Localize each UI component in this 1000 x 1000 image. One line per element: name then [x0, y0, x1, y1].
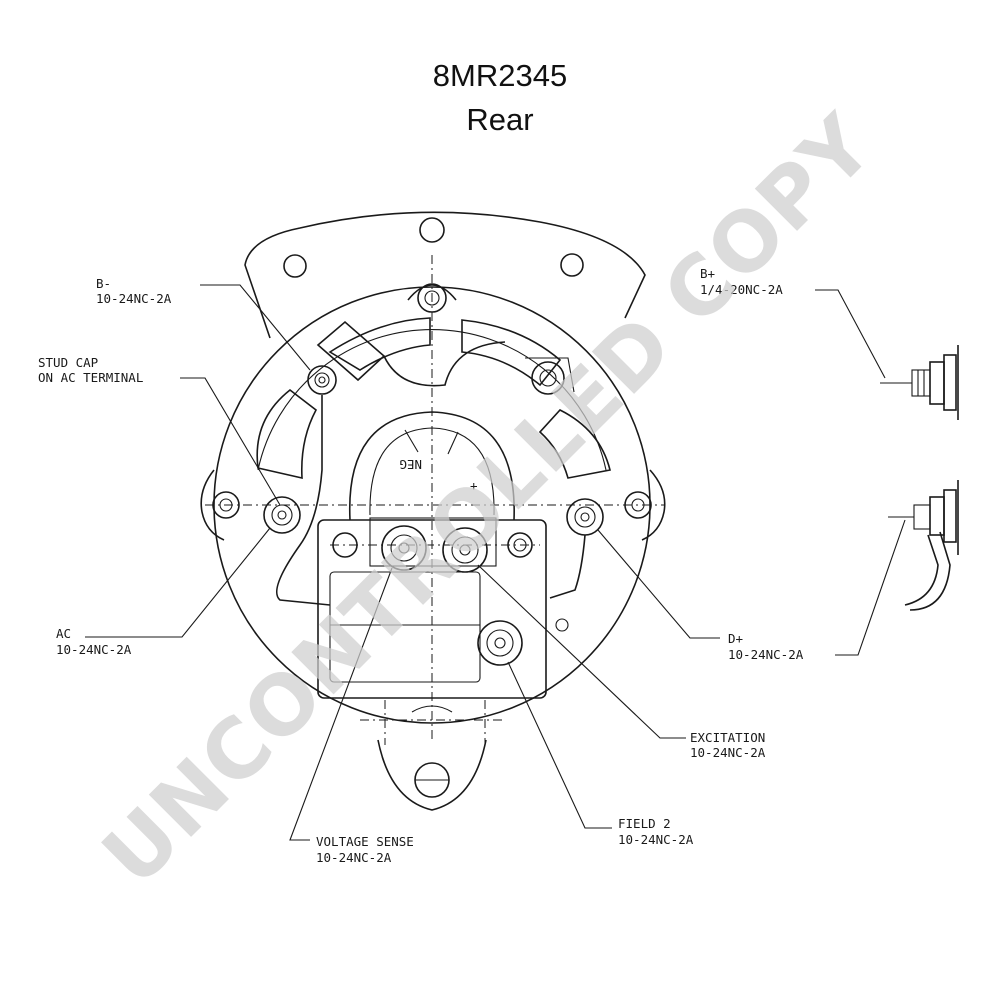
- label-b-minus: B-: [96, 276, 111, 291]
- label-b-minus-thread: 10-24NC-2A: [96, 291, 172, 306]
- label-excitation-thread: 10-24NC-2A: [690, 745, 766, 760]
- mounting-hole-top: [419, 217, 445, 243]
- label-excitation: EXCITATION: [690, 730, 765, 745]
- vent-upper-left: [328, 317, 431, 371]
- leader-stud-cap: [180, 377, 281, 506]
- part-number-title: 8MR2345: [432, 58, 568, 93]
- side-ear-right: [641, 469, 666, 541]
- leader-d-plus-side: [835, 519, 906, 656]
- view-subtitle: Rear: [466, 102, 534, 137]
- housing-inner-ring: [257, 328, 607, 471]
- vent-left: [256, 388, 318, 480]
- d-plus-side-view: [888, 480, 959, 611]
- label-d-plus-thread: 10-24NC-2A: [728, 647, 804, 662]
- label-b-plus: B+: [700, 266, 715, 281]
- vent-right: [538, 409, 611, 479]
- terminal-excitation: [442, 527, 488, 573]
- svg-text:+: +: [470, 478, 478, 493]
- terminal-voltage-sense: [381, 525, 427, 571]
- terminal-field-2: [477, 620, 523, 666]
- mounting-hole-right: [560, 253, 584, 277]
- leader-ac: [85, 527, 271, 638]
- label-field-2: FIELD 2: [618, 816, 671, 831]
- regulator-housing: [317, 519, 547, 699]
- vent-upper-right: [461, 319, 562, 387]
- side-ear-left: [200, 469, 225, 541]
- leader-b-minus: [200, 284, 311, 371]
- terminal-ac: [263, 496, 301, 534]
- wire-b-minus: [276, 395, 331, 606]
- label-ac-thread: 10-24NC-2A: [56, 642, 132, 657]
- label-b-plus-thread: 1/4-20NC-2A: [700, 282, 783, 297]
- leader-excitation: [477, 564, 686, 739]
- mounting-ear: [244, 211, 646, 339]
- label-ac: AC: [56, 626, 71, 641]
- neg-mark: NEG: [399, 457, 422, 472]
- label-d-plus: D+: [728, 631, 743, 646]
- leader-d-plus: [597, 529, 720, 639]
- label-field-2-thread: 10-24NC-2A: [618, 832, 694, 847]
- uncontrolled-copy-watermark: UNCONTROLLED COPY: [85, 97, 892, 904]
- leader-b-plus: [815, 289, 886, 379]
- label-stud-cap-line2: ON AC TERMINAL: [38, 370, 143, 385]
- terminal-d-plus: [566, 498, 604, 536]
- label-voltage-sense: VOLTAGE SENSE: [316, 834, 414, 849]
- mounting-hole-left: [283, 254, 307, 278]
- terminal-b-plus-front: [525, 357, 575, 395]
- b-plus-side-view: [880, 345, 959, 420]
- leader-field-2: [507, 661, 612, 829]
- bottom-boss: [377, 739, 487, 811]
- label-voltage-sense-thread: 10-24NC-2A: [316, 850, 392, 865]
- terminal-b-minus: [307, 320, 386, 395]
- label-stud-cap: STUD CAP: [38, 355, 98, 370]
- leader-voltage-sense: [289, 567, 393, 841]
